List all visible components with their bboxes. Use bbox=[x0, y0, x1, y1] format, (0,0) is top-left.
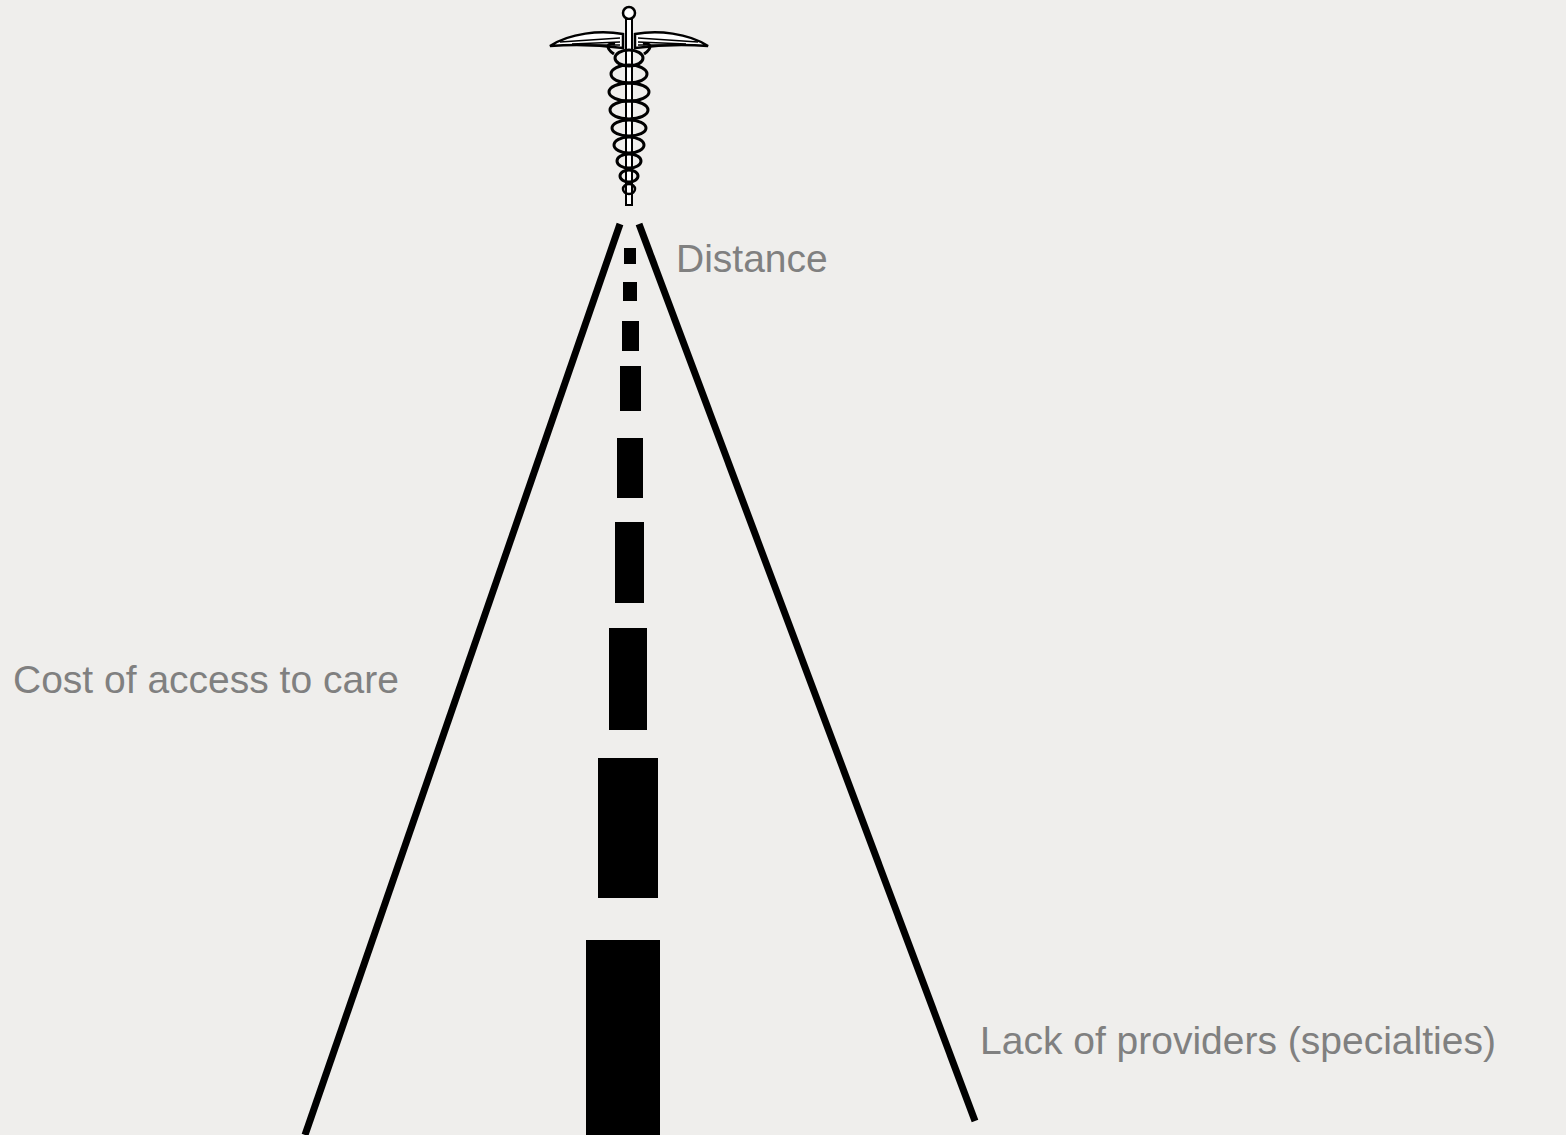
dash bbox=[586, 940, 660, 1135]
road-right-edge bbox=[639, 224, 975, 1121]
dash bbox=[624, 248, 636, 264]
road-edges bbox=[305, 224, 975, 1135]
dash bbox=[620, 366, 641, 411]
caduceus-symbol bbox=[550, 7, 708, 205]
dash bbox=[609, 628, 647, 730]
road-label: Lack of providers (specialties) bbox=[980, 1018, 1496, 1064]
dash bbox=[598, 758, 658, 898]
dash bbox=[615, 522, 644, 603]
road-label: Cost of access to care bbox=[13, 657, 399, 703]
dash bbox=[617, 438, 643, 498]
center-dashes bbox=[586, 248, 660, 1135]
dash bbox=[623, 282, 637, 301]
road-label: Distance bbox=[676, 236, 828, 282]
dash bbox=[622, 321, 639, 351]
